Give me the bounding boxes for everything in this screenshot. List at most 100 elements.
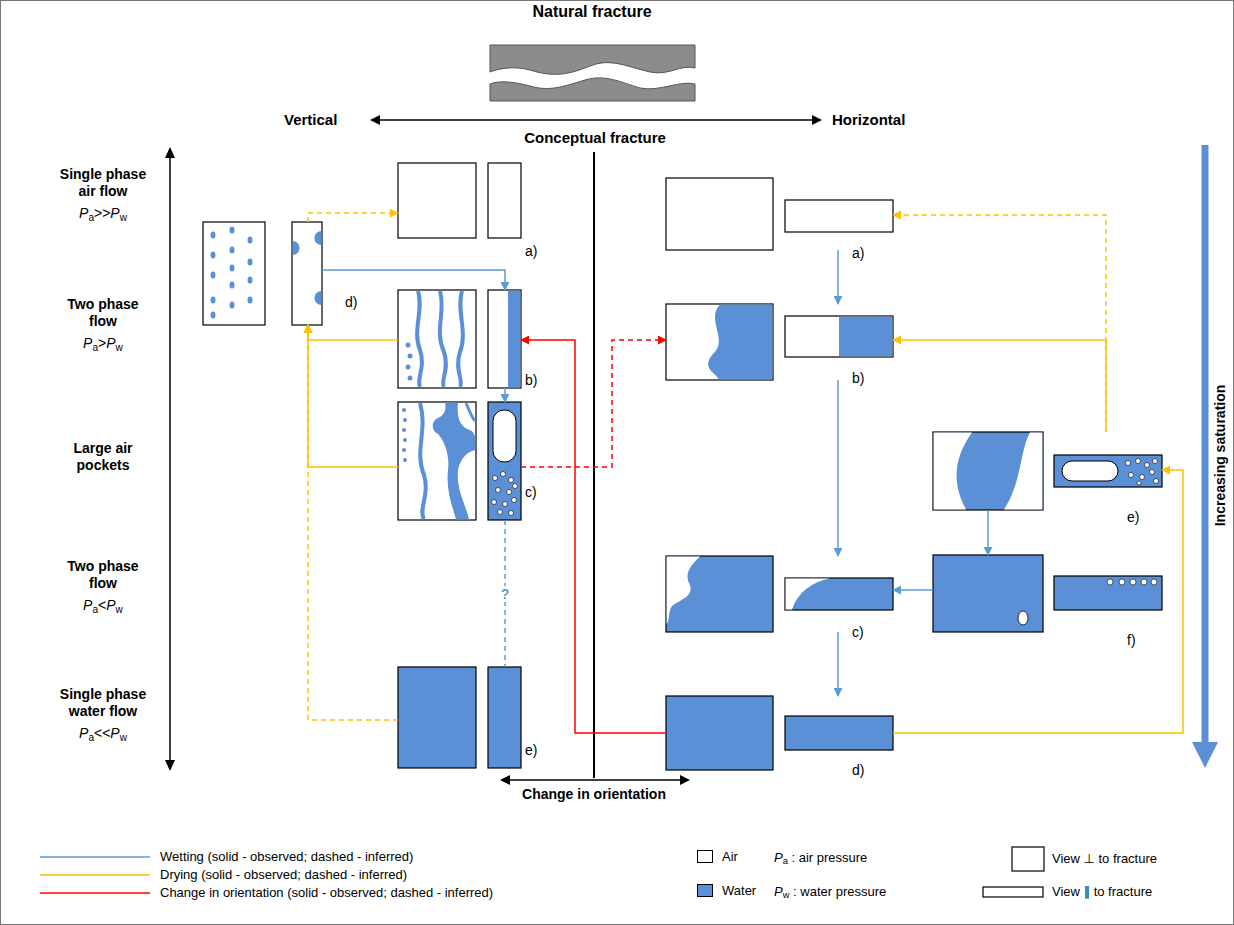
fracture-state: d) (666, 696, 893, 770)
fracture-views (211, 227, 253, 319)
fracture-views (293, 231, 322, 305)
connector (308, 325, 398, 720)
fracture-views (1141, 579, 1147, 585)
fracture-views (440, 291, 446, 387)
fracture-views (666, 556, 773, 632)
state-letter: e) (1127, 509, 1139, 525)
subscript: a (92, 604, 98, 615)
fracture-views (513, 484, 518, 489)
axis-arrows (508, 779, 682, 781)
state-letter: b) (525, 372, 537, 388)
fracture-views (1137, 481, 1141, 485)
fracture-views (203, 163, 1162, 770)
fracture-views (503, 502, 508, 507)
fracture-views (1119, 579, 1125, 585)
fracture-views (248, 237, 253, 244)
axis-arrows (680, 775, 690, 785)
text-part: Single phase air flow (60, 166, 146, 199)
text-part: Vertical (284, 111, 337, 128)
text-part: Two phase flow (67, 558, 138, 591)
fracture-views (1054, 576, 1162, 610)
fracture-views (402, 403, 475, 520)
legend-samples (40, 874, 150, 876)
legend-text: Change in orientation (solid - observed;… (160, 885, 493, 901)
fracture-views (1130, 579, 1136, 585)
fracture-state: d) (203, 222, 322, 325)
fracture-views (230, 282, 235, 289)
connector (837, 380, 839, 556)
fracture-views (785, 716, 893, 750)
fracture-views (402, 428, 406, 432)
connector (521, 340, 666, 467)
legend-swatch (697, 850, 713, 863)
text-part: Conceptual fracture (524, 129, 666, 146)
label: Vertical (284, 111, 364, 128)
fracture-state: b) (398, 290, 521, 388)
fracture-views (230, 302, 235, 309)
legend-text: View ⊥ to fracture (1052, 851, 1157, 867)
fracture-views (496, 488, 501, 493)
fracture-views (934, 433, 972, 510)
fracture-views (1150, 470, 1155, 475)
fracture-views (1136, 459, 1141, 464)
fracture-views (314, 231, 321, 245)
fracture-views (488, 290, 521, 388)
fracture-views (501, 472, 506, 477)
fracture-views (211, 272, 216, 279)
fracture-views (1126, 461, 1131, 466)
state-letter: d) (852, 762, 864, 778)
connector (504, 388, 506, 402)
text-part: Increasing saturation (1212, 385, 1228, 527)
fracture-views (211, 232, 216, 239)
state-letter: f) (1127, 632, 1136, 648)
fracture-views (1054, 455, 1162, 487)
fracture-views (248, 297, 253, 304)
subscript: w (120, 212, 127, 223)
fracture-views (398, 402, 476, 520)
connector (837, 250, 839, 304)
legend-samples (1012, 847, 1044, 871)
text-part: : water pressure (789, 884, 886, 899)
subscript: w (116, 604, 123, 615)
state-letter: a) (852, 245, 864, 261)
connector (893, 340, 1106, 432)
fracture-views (1153, 459, 1158, 464)
connector (308, 325, 398, 340)
legend-swatch (697, 884, 713, 897)
fracture-state: c) (398, 402, 521, 520)
symbol: P (79, 725, 88, 741)
fracture-views (1126, 459, 1159, 486)
fracture-state: b) (666, 304, 893, 380)
label: Conceptual fracture (485, 129, 705, 146)
fracture-views (230, 227, 235, 234)
label: Pw : water pressure (774, 883, 934, 900)
subscript: a (783, 856, 788, 866)
fracture-views (493, 476, 498, 481)
fracture-state: e) (398, 667, 521, 768)
label: Change in orientation (484, 786, 704, 803)
text-part: < (98, 597, 106, 613)
connector (308, 325, 398, 467)
fracture-views (420, 403, 426, 519)
fracture-views (1004, 433, 1042, 510)
fracture-views (230, 265, 235, 272)
legend-text: Air (722, 849, 738, 865)
label: Single phase water flow (55, 686, 151, 720)
fracture-views (293, 241, 300, 255)
fracture-views (248, 277, 253, 284)
fracture-views (417, 291, 422, 387)
legend-samples (40, 892, 150, 894)
subscript: a (88, 732, 94, 743)
fracture-state: c) (666, 556, 893, 632)
fracture-views (203, 222, 265, 325)
axis-arrows (165, 760, 175, 771)
label: Natural fracture (482, 3, 702, 20)
fracture-views (211, 297, 216, 304)
text-part: : air pressure (788, 850, 867, 865)
text-part: > (98, 335, 106, 351)
state-letter: e) (525, 742, 537, 758)
fracture-views (398, 163, 476, 238)
state-letter: c) (525, 484, 537, 500)
connector (893, 470, 1183, 733)
